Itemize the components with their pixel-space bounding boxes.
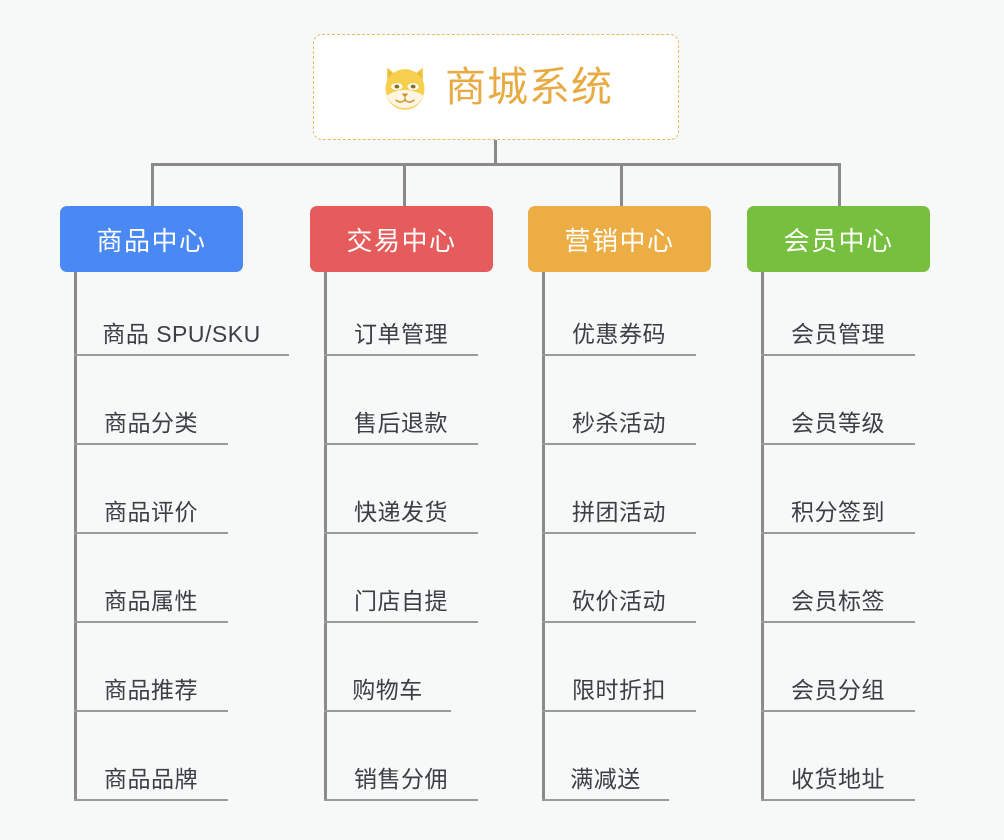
leaf-item[interactable]: 会员分组 <box>761 622 915 712</box>
category-header-label: 商品中心 <box>96 225 207 256</box>
leaf-item-label: 门店自提 <box>354 587 448 614</box>
leaf-item[interactable]: 限时折扣 <box>542 622 696 712</box>
connector-drop-marketing-center <box>620 163 623 206</box>
shiba-dog-face-icon <box>385 67 425 110</box>
leaf-item-label: 快递发货 <box>354 498 448 525</box>
leaf-item[interactable]: 会员等级 <box>761 355 915 445</box>
category-header-product-center[interactable]: 商品中心 <box>60 206 243 272</box>
category-header-marketing-center[interactable]: 营销中心 <box>528 206 711 272</box>
column-spine-trade-center <box>324 272 327 800</box>
leaf-item-label: 商品属性 <box>104 587 198 614</box>
leaf-item[interactable]: 商品评价 <box>74 444 228 534</box>
leaf-item[interactable]: 订单管理 <box>324 266 478 356</box>
leaf-item-label: 优惠券码 <box>572 320 666 347</box>
connector-drop-member-center <box>838 163 841 206</box>
leaf-item[interactable]: 收货地址 <box>761 711 915 801</box>
leaf-item-label: 商品评价 <box>104 498 198 525</box>
leaf-item-label: 购物车 <box>352 676 423 703</box>
leaf-item-label: 会员分组 <box>791 676 885 703</box>
leaf-item-label: 满减送 <box>570 765 641 792</box>
root-node-label: 商城系统 <box>445 63 613 110</box>
leaf-item-label: 限时折扣 <box>572 676 666 703</box>
category-header-label: 营销中心 <box>564 225 675 256</box>
leaf-item[interactable]: 商品品牌 <box>74 711 228 801</box>
leaf-item-label: 积分签到 <box>791 498 885 525</box>
leaf-item[interactable]: 拼团活动 <box>542 444 696 534</box>
leaf-item[interactable]: 砍价活动 <box>542 533 696 623</box>
leaf-item-label: 会员等级 <box>791 409 885 436</box>
connector-root-stem <box>494 140 497 165</box>
leaf-item-label: 秒杀活动 <box>572 409 666 436</box>
leaf-item[interactable]: 购物车 <box>324 622 451 712</box>
leaf-item-label: 售后退款 <box>354 409 448 436</box>
leaf-item[interactable]: 商品属性 <box>74 533 228 623</box>
category-header-label: 会员中心 <box>783 225 894 256</box>
leaf-item[interactable]: 门店自提 <box>324 533 478 623</box>
leaf-item[interactable]: 满减送 <box>542 711 669 801</box>
leaf-item[interactable]: 商品分类 <box>74 355 228 445</box>
leaf-item-label: 商品品牌 <box>104 765 198 792</box>
leaf-item-label: 商品 SPU/SKU <box>102 320 261 347</box>
leaf-item-label: 会员管理 <box>791 320 885 347</box>
connector-drop-trade-center <box>403 163 406 206</box>
root-node-mall-system[interactable]: 商城系统 <box>313 34 679 140</box>
column-spine-member-center <box>761 272 764 800</box>
leaf-item[interactable]: 快递发货 <box>324 444 478 534</box>
leaf-item[interactable]: 秒杀活动 <box>542 355 696 445</box>
column-spine-marketing-center <box>542 272 545 800</box>
category-header-trade-center[interactable]: 交易中心 <box>310 206 493 272</box>
leaf-item[interactable]: 销售分佣 <box>324 711 478 801</box>
leaf-item[interactable]: 商品 SPU/SKU <box>74 266 289 356</box>
category-header-member-center[interactable]: 会员中心 <box>747 206 930 272</box>
leaf-item[interactable]: 会员标签 <box>761 533 915 623</box>
leaf-item[interactable]: 商品推荐 <box>74 622 228 712</box>
leaf-item-label: 会员标签 <box>791 587 885 614</box>
leaf-item[interactable]: 会员管理 <box>761 266 915 356</box>
leaf-item-label: 砍价活动 <box>572 587 666 614</box>
connector-horizontal-bus <box>151 163 841 166</box>
leaf-item-label: 拼团活动 <box>572 498 666 525</box>
connector-drop-product-center <box>151 163 154 206</box>
category-header-label: 交易中心 <box>346 225 457 256</box>
leaf-item[interactable]: 优惠券码 <box>542 266 696 356</box>
leaf-item[interactable]: 售后退款 <box>324 355 478 445</box>
leaf-item[interactable]: 积分签到 <box>761 444 915 534</box>
leaf-item-label: 收货地址 <box>791 765 885 792</box>
leaf-item-label: 订单管理 <box>354 320 448 347</box>
column-spine-product-center <box>74 272 77 800</box>
leaf-item-label: 商品推荐 <box>104 676 198 703</box>
leaf-item-label: 商品分类 <box>104 409 198 436</box>
leaf-item-label: 销售分佣 <box>354 765 448 792</box>
